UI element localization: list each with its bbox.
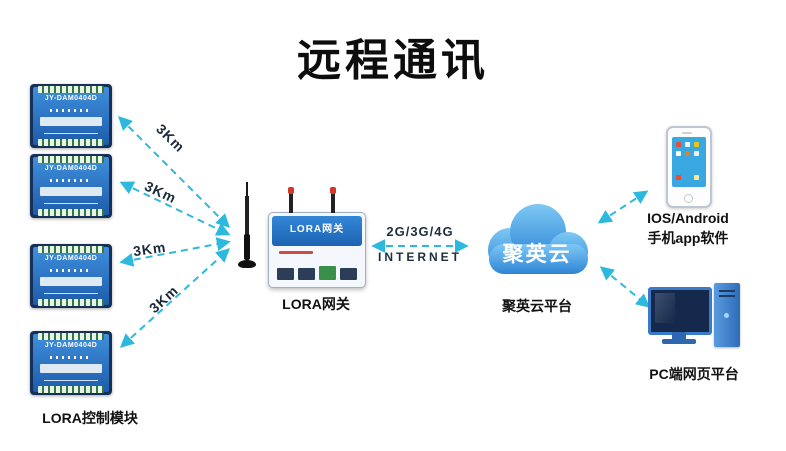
module-led-row — [50, 269, 92, 272]
page-title: 远程通讯 — [297, 36, 489, 85]
distance-label-2: 3Km — [142, 177, 180, 207]
cloud-icon: 聚英云 — [476, 198, 598, 284]
pc-monitor — [648, 287, 712, 335]
cloud-name: 聚英云 — [502, 243, 572, 266]
module-terminal-strip — [38, 299, 104, 306]
module-body — [33, 157, 109, 215]
distance-label-4: 3Km — [145, 281, 182, 317]
phone-label-line2: 手机app软件 — [647, 230, 729, 246]
phone-home-button — [684, 194, 693, 203]
distance-label-1: 3Km — [153, 120, 189, 156]
internet-text: INTERNET — [378, 250, 462, 264]
lora-module-device-3: JY-DAM0404D — [30, 244, 112, 308]
module-body — [33, 87, 109, 145]
module-terminal-strip — [38, 246, 104, 253]
desktop-pc-icon — [648, 283, 740, 359]
lora-module-device-1: JY-DAM0404D — [30, 84, 112, 148]
distance-label-3: 3Km — [132, 238, 168, 260]
lora-gateway-device: LORA网关 — [268, 187, 366, 288]
phone-speaker — [682, 132, 692, 134]
antenna-body — [244, 234, 250, 260]
antenna-base — [238, 260, 256, 268]
module-model-text: JY-DAM0404D — [44, 165, 98, 172]
module-body — [33, 334, 109, 392]
antenna-rod — [245, 196, 249, 236]
module-label-panel — [40, 117, 102, 126]
module-terminal-strip — [38, 333, 104, 340]
module-label-panel — [40, 187, 102, 196]
module-label-panel — [40, 277, 102, 286]
pc-tower — [714, 283, 740, 347]
pc-monitor-stand — [672, 332, 686, 339]
module-led-row — [50, 179, 92, 182]
module-body — [33, 247, 109, 305]
lora-module-device-4: JY-DAM0404D — [30, 331, 112, 395]
module-terminal-strip — [38, 139, 104, 146]
gateway-front-panel — [272, 216, 362, 246]
pc-monitor-base — [662, 339, 696, 344]
module-model-text: JY-DAM0404D — [44, 95, 98, 102]
module-terminal-strip — [38, 86, 104, 93]
link-cloud-pc — [599, 266, 651, 308]
phone-screen — [672, 137, 706, 187]
phone-label-line1: IOS/Android — [647, 210, 729, 226]
module-model-text: JY-DAM0404D — [44, 342, 98, 349]
antenna-icon — [236, 182, 260, 274]
module-led-row — [50, 356, 92, 359]
module-terminal-strip — [38, 209, 104, 216]
gateway-antenna-icon — [288, 187, 294, 213]
gateway-device-title: LORA网关 — [289, 224, 345, 235]
gateway-label: LORA网关 — [282, 296, 350, 312]
smartphone-icon — [666, 126, 712, 208]
cloud-shape — [488, 204, 588, 274]
module-label-panel — [40, 364, 102, 373]
modules-group-label: LORA控制模块 — [42, 410, 138, 426]
module-led-row — [50, 109, 92, 112]
cloud-platform-label: 聚英云平台 — [502, 298, 572, 314]
module-terminal-strip — [38, 386, 104, 393]
module-terminal-strip — [38, 156, 104, 163]
wan-type-text: 2G/3G/4G — [386, 224, 454, 239]
pc-label: PC端网页平台 — [649, 366, 739, 382]
gateway-red-label — [279, 251, 313, 254]
gateway-antenna-icon — [330, 187, 336, 213]
module-model-text: JY-DAM0404D — [44, 255, 98, 262]
antenna-tip — [246, 182, 248, 198]
gateway-ports — [277, 264, 357, 280]
lora-module-device-2: JY-DAM0404D — [30, 154, 112, 218]
